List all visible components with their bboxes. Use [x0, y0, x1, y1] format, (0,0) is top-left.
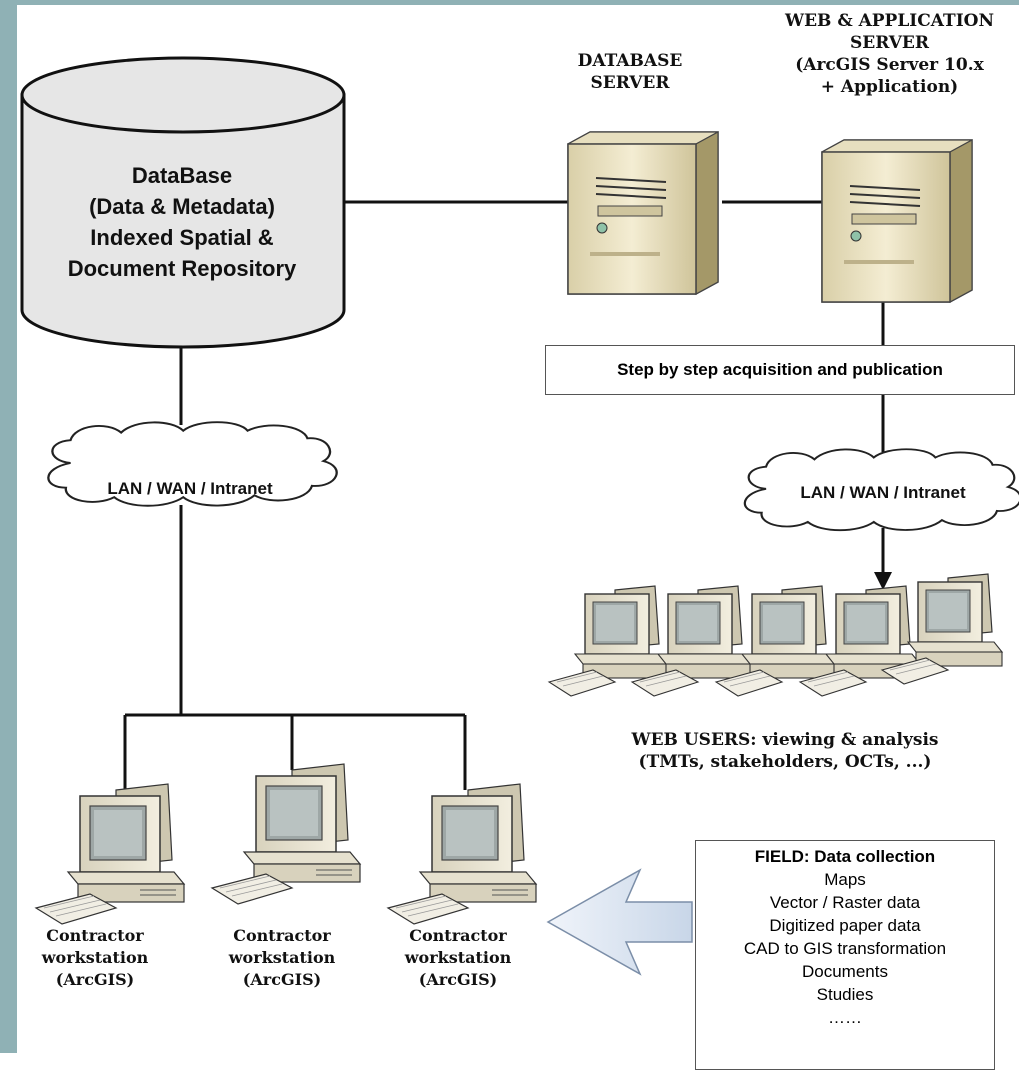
- field-data-collection-box: FIELD: Data collection Maps Vector / Ras…: [695, 840, 995, 1070]
- contractor-label-1: Contractor workstation (ArcGIS): [41, 926, 149, 989]
- top-decorative-bar: [0, 0, 1019, 5]
- contractor-label-2: Contractor workstation (ArcGIS): [228, 926, 336, 989]
- field-item: CAD to GIS transformation: [743, 939, 947, 958]
- left-decorative-stripe: [0, 0, 17, 1053]
- field-item: Studies: [816, 985, 874, 1004]
- step-by-step-box: Step by step acquisition and publication: [545, 345, 1015, 395]
- step-by-step-label: Step by step acquisition and publication: [617, 360, 943, 379]
- field-item: Vector / Raster data: [769, 893, 921, 912]
- contractor-computers: [35, 763, 537, 925]
- web-users-label: WEB USERS: viewing & analysis (TMTs, sta…: [631, 730, 939, 772]
- cloud-right-label: LAN / WAN / Intranet: [800, 483, 966, 502]
- field-item: Documents: [802, 962, 888, 981]
- web-users-computers: [548, 573, 1003, 697]
- web-application-server-icon: [821, 139, 973, 303]
- cloud-left-label: LAN / WAN / Intranet: [107, 479, 273, 498]
- connector-lines: [123, 200, 885, 790]
- field-title: FIELD: Data collection: [754, 847, 936, 866]
- field-item: ……: [828, 1008, 862, 1027]
- computer-workstation-icon: [35, 783, 185, 925]
- database-server-icon: [567, 131, 719, 295]
- arrow-down-icon: [874, 572, 892, 590]
- database-label: DataBase (Data & Metadata) Indexed Spati…: [67, 163, 297, 281]
- contractor-label-3: Contractor workstation (ArcGIS): [404, 926, 512, 989]
- database-server-label: DATABASE SERVER: [577, 51, 683, 93]
- computer-workstation-icon: [387, 783, 537, 925]
- computer-workstation-icon: [211, 763, 361, 905]
- arrow-left-icon: [546, 868, 693, 976]
- field-item: Maps: [824, 870, 866, 889]
- database-cylinder-icon: [20, 56, 346, 349]
- field-item: Digitized paper data: [769, 916, 921, 935]
- web-application-server-label: WEB & APPLICATION SERVER (ArcGIS Server …: [784, 11, 994, 97]
